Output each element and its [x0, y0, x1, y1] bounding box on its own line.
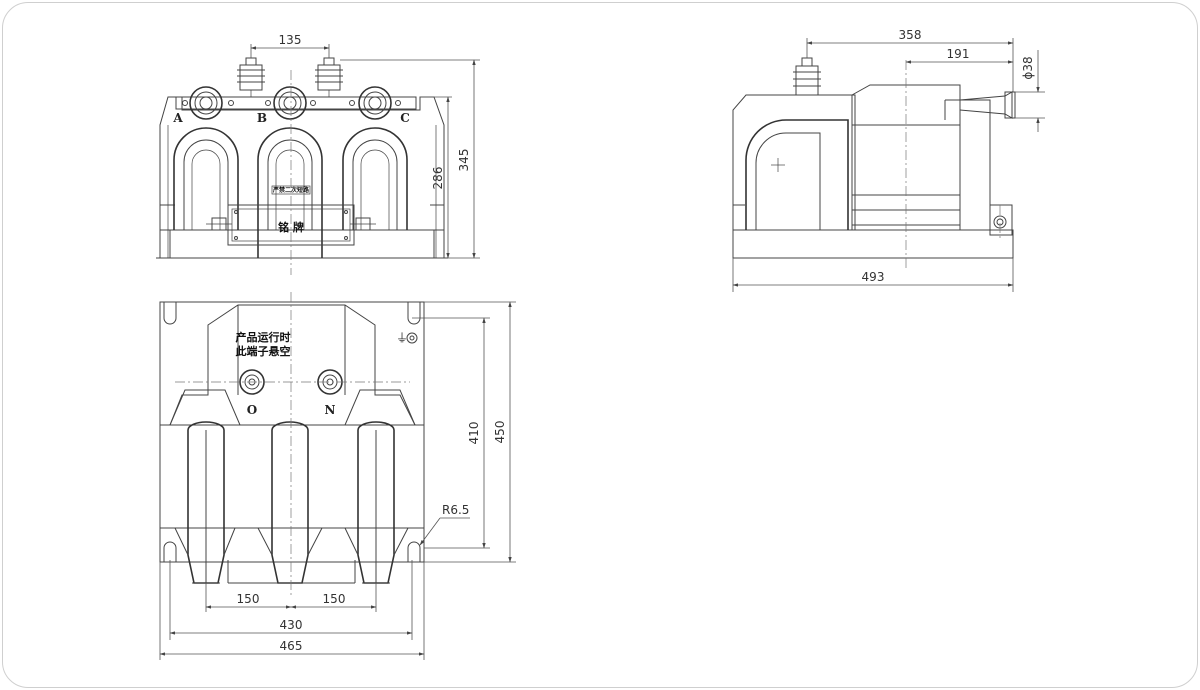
terminal-ring-c	[358, 86, 392, 120]
front-view: 铭 牌 严禁二次短路 A B C 135 286 345	[156, 33, 480, 275]
dim-radius: R6.5	[442, 503, 469, 517]
dim-135: 135	[279, 33, 302, 47]
dim-191: 191	[947, 47, 970, 61]
dim-465: 465	[280, 639, 303, 653]
dim-150-right: 150	[323, 592, 346, 606]
dim-345: 345	[457, 149, 471, 172]
ground-icon: ⏚	[396, 331, 408, 345]
bottom-leg-c	[357, 421, 395, 584]
dim-150-left: 150	[237, 592, 260, 606]
dim-493: 493	[862, 270, 885, 284]
side-view: 358 191 ϕ38 493	[732, 28, 1045, 292]
phase-label-a: A	[172, 111, 183, 125]
note-line-2: 此端子悬空	[236, 344, 291, 358]
dim-450: 450	[493, 421, 507, 444]
dim-430: 430	[280, 618, 303, 632]
phase-label-b: B	[257, 111, 267, 125]
coil-b	[257, 127, 323, 258]
terminal-ring-a	[189, 86, 223, 120]
bottom-view: O N 产品运行时 此端子悬空 ⏚ 410 450 R6.5 150 150	[159, 292, 516, 660]
terminal-ring-b	[273, 86, 307, 120]
flange-bolts	[182, 100, 401, 106]
coil-a	[173, 127, 239, 230]
bushing-left	[237, 57, 265, 97]
terminal-label-n: N	[325, 403, 336, 417]
bottom-leg-b	[271, 421, 309, 584]
dim-410: 410	[467, 422, 481, 445]
bottom-leg-a	[187, 421, 225, 584]
terminal-label-o: O	[247, 403, 257, 417]
dim-286: 286	[431, 167, 445, 190]
phase-label-c: C	[400, 111, 410, 125]
bushing-right	[315, 57, 343, 97]
dim-diameter-38: ϕ38	[1021, 56, 1035, 79]
dim-358: 358	[899, 28, 922, 42]
warning-small-label: 严禁二次短路	[272, 186, 310, 194]
note-line-1: 产品运行时	[236, 330, 291, 344]
coil-c	[342, 127, 408, 230]
